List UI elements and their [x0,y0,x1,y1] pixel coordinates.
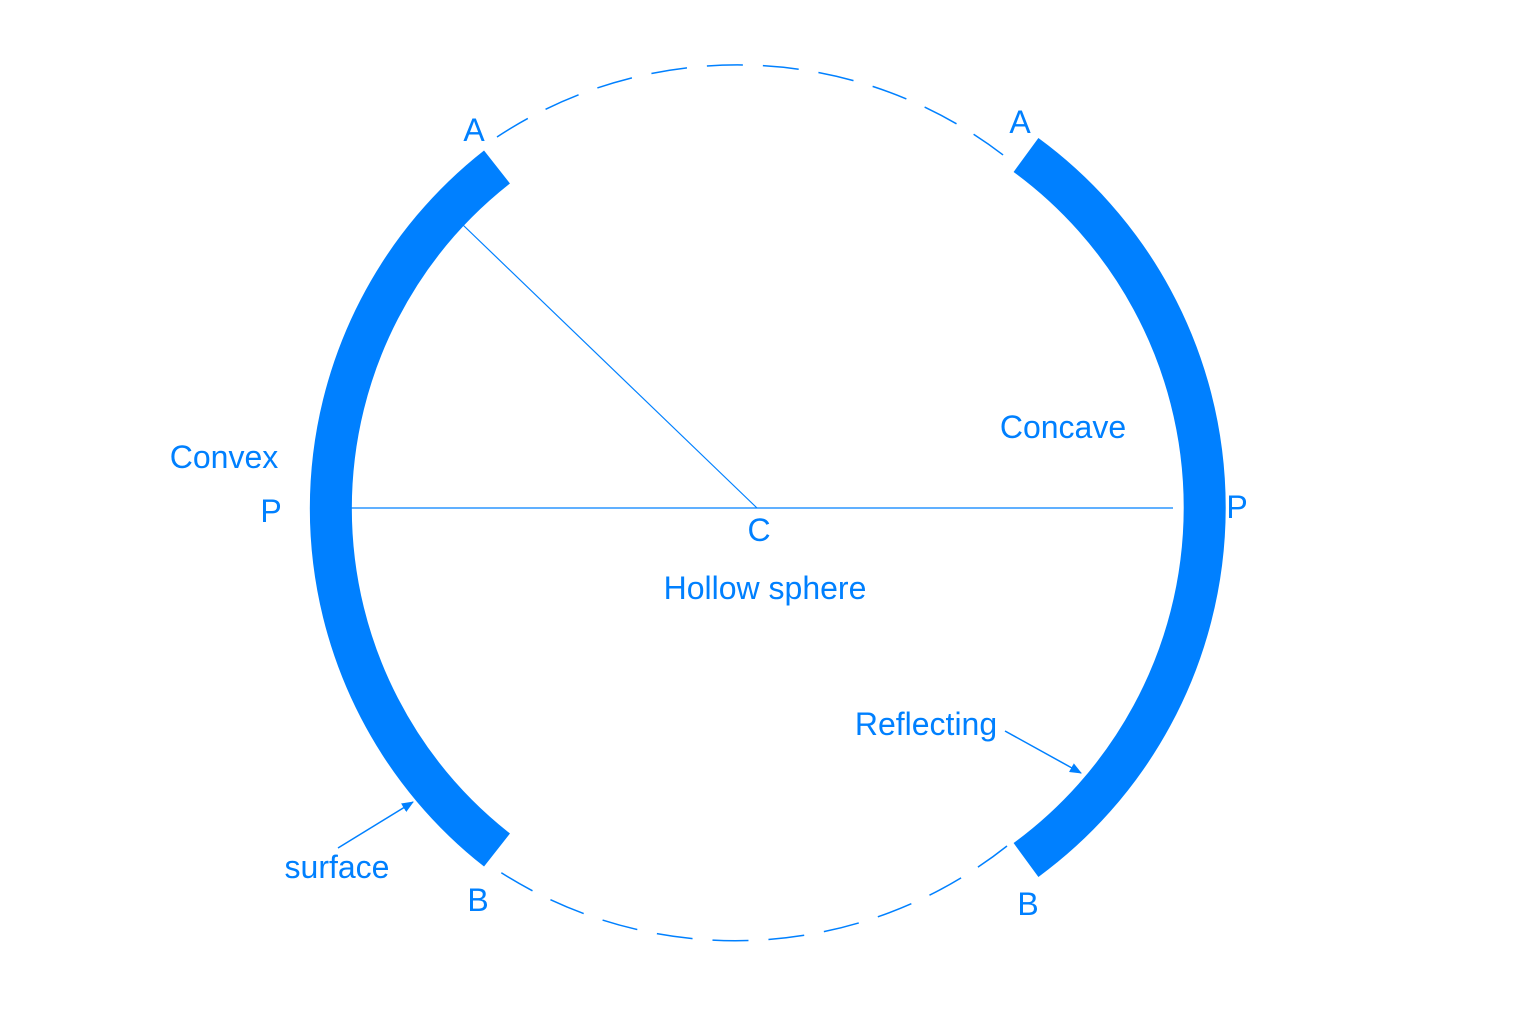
point-a-right-label: A [1009,104,1031,140]
point-p-left-label: P [260,493,281,529]
concave-mirror-arc [1013,138,1226,877]
point-a-left-label: A [463,112,485,148]
center-c-label: C [747,512,770,548]
point-b-right-label: B [1017,886,1038,922]
surface-label: surface [285,849,390,885]
convex-label: Convex [170,439,279,475]
surface-pointer-arrow [337,801,414,849]
convex-mirror-arc [309,150,510,867]
reflecting-pointer-arrow [1004,730,1082,774]
concave-label: Concave [1000,409,1126,445]
sphere-outline-bottom-dashed [496,845,1008,942]
point-p-right-label: P [1226,489,1247,525]
hollow-sphere-label: Hollow sphere [664,570,867,606]
sphere-outline-top-dashed [496,64,1008,159]
radius-line [462,224,758,509]
point-b-left-label: B [467,882,488,918]
reflecting-label: Reflecting [855,706,997,742]
